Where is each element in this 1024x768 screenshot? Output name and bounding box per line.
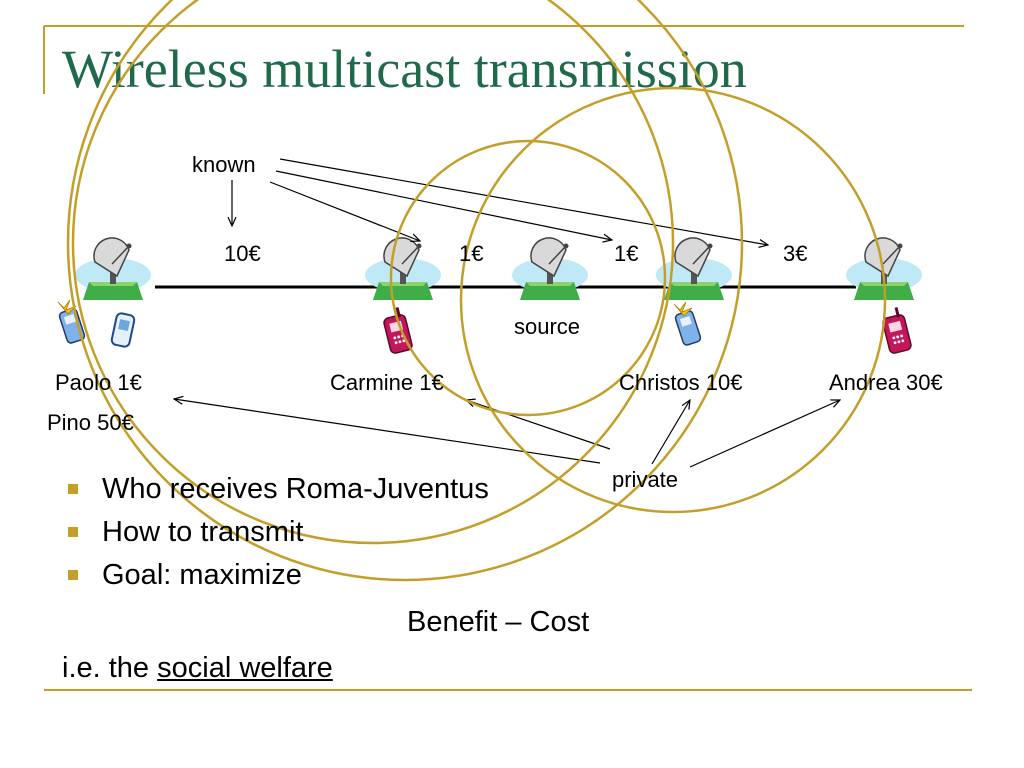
private-arrow [689, 400, 840, 468]
price-label: 3€ [783, 241, 808, 266]
known-arrow [279, 158, 768, 245]
conclusion-prefix: i.e. the [62, 652, 158, 684]
private-arrow [466, 400, 611, 450]
range-circle-medium [459, 86, 887, 514]
satellite-dish-icon [364, 237, 442, 301]
bullet-item: Who receives Roma-Juventus [68, 472, 489, 515]
cell-phone-icon [673, 301, 703, 347]
private-arrow [174, 399, 601, 464]
user-label: Christos 10€ [619, 370, 743, 395]
user-label: Paolo 1€ [55, 370, 142, 395]
range-circle-small [389, 139, 667, 417]
bullet-item: Goal: maximize [68, 558, 489, 601]
cell-phone-icon [109, 311, 137, 349]
bullet-list: Who receives Roma-Juventus How to transm… [68, 472, 489, 601]
known-arrow [275, 170, 612, 240]
private-label: private [612, 467, 679, 492]
user-label: Andrea 30€ [829, 370, 943, 395]
satellite-dish-icon [655, 237, 733, 301]
satellite-dish-icon [511, 237, 589, 301]
bullet-item: How to transmit [68, 515, 489, 558]
private-arrow [651, 400, 690, 465]
user-label: Pino 50€ [47, 410, 134, 435]
range-circle-large [71, 0, 675, 545]
known-arrow [269, 181, 420, 241]
price-label: 1€ [614, 241, 639, 266]
range-circle-largest [66, 0, 744, 582]
known-label: known [192, 152, 256, 177]
slide-title: Wireless multicast transmission [62, 39, 747, 99]
source-label: source [514, 314, 581, 339]
cell-phone-icon [881, 306, 913, 355]
objective-formula: Benefit – Cost [407, 606, 590, 638]
satellite-dish-icon [74, 237, 152, 301]
user-label: Carmine 1€ [330, 370, 444, 395]
conclusion-line: i.e. the social welfare [62, 652, 333, 685]
price-label: 10€ [224, 241, 261, 266]
price-label: 1€ [459, 241, 484, 266]
conclusion-emphasis: social welfare [157, 652, 333, 684]
